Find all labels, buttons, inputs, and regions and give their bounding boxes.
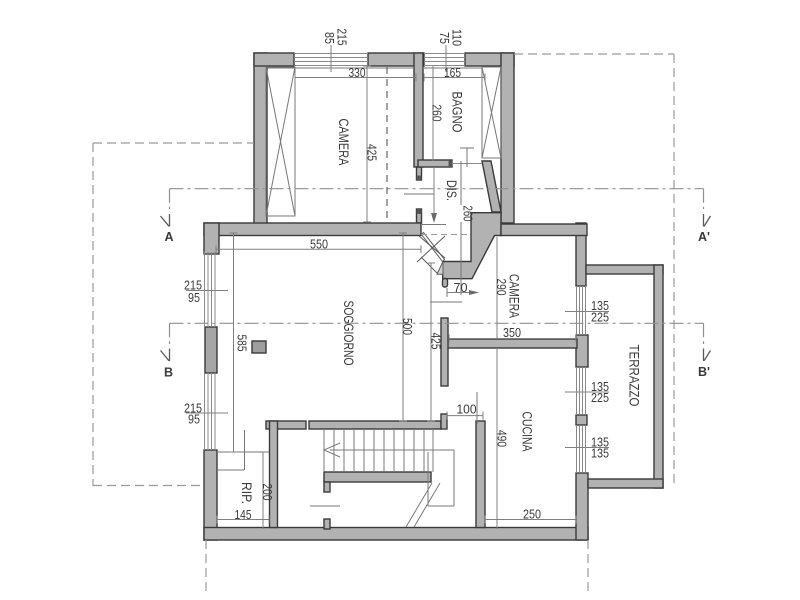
svg-text:290: 290 xyxy=(494,279,508,296)
svg-text:215: 215 xyxy=(184,279,202,293)
svg-text:70: 70 xyxy=(454,281,468,295)
svg-text:100: 100 xyxy=(457,403,477,417)
svg-text:145: 145 xyxy=(235,508,252,522)
svg-text:B: B xyxy=(164,366,173,380)
svg-text:550: 550 xyxy=(310,238,328,252)
svg-text:330: 330 xyxy=(349,66,366,80)
svg-text:CAMERA: CAMERA xyxy=(507,274,522,318)
svg-text:110: 110 xyxy=(450,29,464,46)
svg-text:215: 215 xyxy=(335,29,349,46)
svg-text:SOGGIORNO: SOGGIORNO xyxy=(341,301,356,366)
svg-text:250: 250 xyxy=(523,508,541,522)
svg-text:135: 135 xyxy=(591,447,609,461)
svg-text:490: 490 xyxy=(495,430,509,447)
svg-text:A: A xyxy=(164,230,173,244)
svg-text:225: 225 xyxy=(591,391,609,405)
svg-text:225: 225 xyxy=(591,311,609,325)
svg-text:CUCINA: CUCINA xyxy=(520,412,535,452)
svg-text:585: 585 xyxy=(235,335,249,352)
svg-text:TERRAZZO: TERRAZZO xyxy=(627,345,642,407)
svg-text:200: 200 xyxy=(260,484,274,501)
svg-text:85: 85 xyxy=(322,32,336,44)
svg-text:75: 75 xyxy=(437,32,451,44)
svg-text:BAGNO: BAGNO xyxy=(450,92,465,133)
svg-text:500: 500 xyxy=(400,318,414,335)
svg-text:DIS.: DIS. xyxy=(444,180,459,201)
svg-text:260: 260 xyxy=(430,105,444,122)
svg-text:165: 165 xyxy=(444,66,461,80)
svg-text:95: 95 xyxy=(188,291,200,305)
svg-text:95: 95 xyxy=(188,413,200,427)
svg-text:215: 215 xyxy=(184,402,202,416)
svg-text:135: 135 xyxy=(591,436,609,450)
svg-text:425: 425 xyxy=(365,144,379,161)
svg-text:135: 135 xyxy=(591,299,609,313)
svg-text:B': B' xyxy=(698,365,710,379)
svg-text:CAMERA: CAMERA xyxy=(336,119,351,166)
svg-text:RIP.: RIP. xyxy=(239,482,254,504)
svg-text:260: 260 xyxy=(461,206,475,222)
svg-text:A': A' xyxy=(698,230,710,244)
svg-text:135: 135 xyxy=(591,380,609,394)
svg-text:425: 425 xyxy=(429,333,443,350)
svg-text:350: 350 xyxy=(503,326,521,340)
